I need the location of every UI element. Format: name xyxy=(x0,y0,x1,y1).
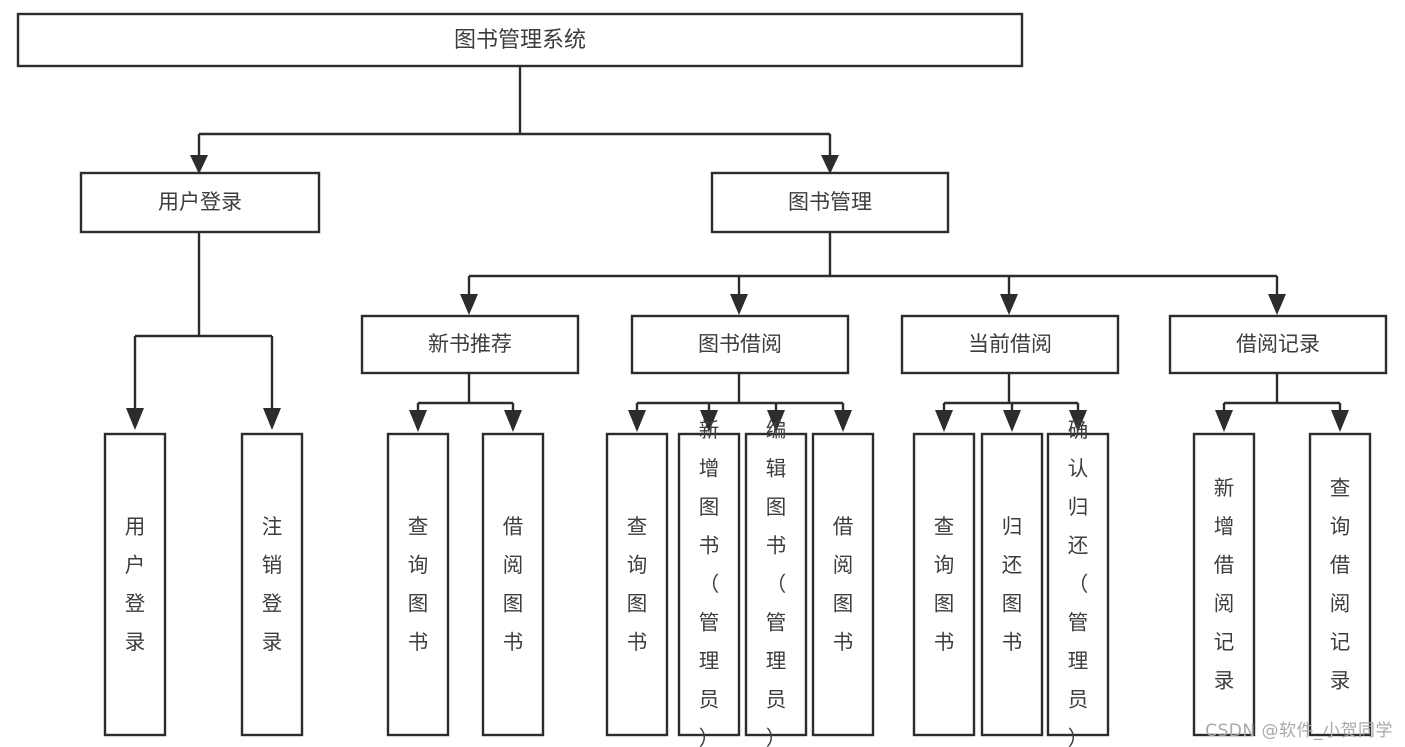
node-user-login[interactable]: 用户登录 xyxy=(79,171,321,234)
arrow-head-borrow-record xyxy=(1268,294,1286,315)
node-book-manage[interactable]: 图书管理 xyxy=(710,171,950,234)
arrow-head-new-book-rec xyxy=(460,294,478,315)
node-root-box[interactable] xyxy=(16,12,1024,68)
leaf-box[interactable] xyxy=(605,432,669,737)
node-current-borrow[interactable]: 当前借阅 xyxy=(900,314,1120,375)
leaf-box[interactable] xyxy=(103,432,167,737)
node-user-login-label: 用户登录 xyxy=(158,190,242,214)
arrow-head-currentborrow-leaf-1 xyxy=(935,410,953,432)
leaf-label: 查询图书 xyxy=(627,514,648,654)
leaf-current-borrow-1[interactable]: 归还图书 xyxy=(980,432,1044,737)
leaf-label: 借阅图书 xyxy=(503,514,524,654)
leaf-label: 查询图书 xyxy=(934,514,955,654)
node-new-book-rec-label: 新书推荐 xyxy=(428,332,512,356)
leaf-label: 编辑图书（管理员） xyxy=(766,418,787,747)
arrow-head-currentborrow-leaf-3 xyxy=(1069,410,1087,432)
arrow-head-current-borrow xyxy=(1000,294,1018,315)
leaf-box[interactable] xyxy=(677,432,741,737)
connector-layer xyxy=(126,66,1349,432)
leaf-current-borrow-2[interactable]: 确认归还（管理员） xyxy=(1046,418,1110,747)
node-borrow-record[interactable]: 借阅记录 xyxy=(1168,314,1388,375)
arrow-head-book-borrow xyxy=(730,294,748,315)
arrow-head-bookborrow-leaf-4 xyxy=(834,410,852,432)
leaf-box[interactable] xyxy=(1308,432,1372,737)
node-current-borrow-box[interactable] xyxy=(900,314,1120,375)
leaf-label: 查询图书 xyxy=(408,514,429,654)
leaf-user-login-0[interactable]: 用户登录 xyxy=(103,432,167,737)
arrow-head-bookborrow-leaf-1 xyxy=(628,410,646,432)
leaf-label: 注销登录 xyxy=(262,514,283,654)
node-new-book-rec[interactable]: 新书推荐 xyxy=(360,314,580,375)
leaf-label: 确认归还（管理员） xyxy=(1068,418,1089,747)
arrow-head-currentborrow-leaf-2 xyxy=(1003,410,1021,432)
leaf-book-borrow-1[interactable]: 新增图书（管理员） xyxy=(677,418,741,747)
arrow-head-user-login xyxy=(190,155,208,174)
leaf-label: 新增借阅记录 xyxy=(1214,476,1235,693)
leaf-box[interactable] xyxy=(481,432,545,737)
arrow-head-userlogin-leaf-2 xyxy=(263,408,281,430)
leaf-box[interactable] xyxy=(912,432,976,737)
node-borrow-record-label: 借阅记录 xyxy=(1236,332,1320,356)
arrow-head-bookborrow-leaf-2 xyxy=(700,410,718,432)
arrow-head-newbook-leaf-1 xyxy=(409,410,427,432)
leaf-current-borrow-0[interactable]: 查询图书 xyxy=(912,432,976,737)
arrow-head-borrowrecord-leaf-1 xyxy=(1215,410,1233,432)
leaf-box[interactable] xyxy=(386,432,450,737)
leaf-book-borrow-0[interactable]: 查询图书 xyxy=(605,432,669,737)
leaf-label: 新增图书（管理员） xyxy=(699,418,720,747)
leaf-box[interactable] xyxy=(240,432,304,737)
leaf-new-book-rec-1[interactable]: 借阅图书 xyxy=(481,432,545,737)
node-borrow-record-box[interactable] xyxy=(1168,314,1388,375)
arrow-head-newbook-leaf-2 xyxy=(504,410,522,432)
arrow-head-borrowrecord-leaf-2 xyxy=(1331,410,1349,432)
node-current-borrow-label: 当前借阅 xyxy=(968,332,1052,356)
node-user-login-box[interactable] xyxy=(79,171,321,234)
leaf-book-borrow-2[interactable]: 编辑图书（管理员） xyxy=(744,418,808,747)
leaf-box[interactable] xyxy=(1046,432,1110,737)
leaf-label: 用户登录 xyxy=(125,514,146,654)
node-book-borrow-box[interactable] xyxy=(630,314,850,375)
leaf-user-login-1[interactable]: 注销登录 xyxy=(240,432,304,737)
leaf-label: 查询借阅记录 xyxy=(1330,476,1351,693)
node-new-book-rec-box[interactable] xyxy=(360,314,580,375)
leaf-new-book-rec-0[interactable]: 查询图书 xyxy=(386,432,450,737)
leaf-box[interactable] xyxy=(980,432,1044,737)
leaf-borrow-record-1[interactable]: 查询借阅记录 xyxy=(1308,432,1372,737)
node-book-borrow-label: 图书借阅 xyxy=(698,332,782,356)
leaf-label: 借阅图书 xyxy=(833,514,854,654)
csdn-watermark: CSDN @软件_小贺同学 xyxy=(1205,721,1393,741)
node-book-manage-box[interactable] xyxy=(710,171,950,234)
node-root-label: 图书管理系统 xyxy=(454,28,586,53)
node-book-borrow[interactable]: 图书借阅 xyxy=(630,314,850,375)
leaf-box[interactable] xyxy=(811,432,875,737)
leaf-book-borrow-3[interactable]: 借阅图书 xyxy=(811,432,875,737)
leaf-borrow-record-0[interactable]: 新增借阅记录 xyxy=(1192,432,1256,737)
arrow-head-userlogin-leaf-1 xyxy=(126,408,144,430)
arrow-head-book-manage xyxy=(821,155,839,174)
leaf-label: 归还图书 xyxy=(1002,514,1023,654)
node-book-manage-label: 图书管理 xyxy=(788,190,872,214)
leaf-box[interactable] xyxy=(744,432,808,737)
arrow-head-bookborrow-leaf-3 xyxy=(767,410,785,432)
node-root[interactable]: 图书管理系统 xyxy=(16,12,1024,68)
leaf-box[interactable] xyxy=(1192,432,1256,737)
